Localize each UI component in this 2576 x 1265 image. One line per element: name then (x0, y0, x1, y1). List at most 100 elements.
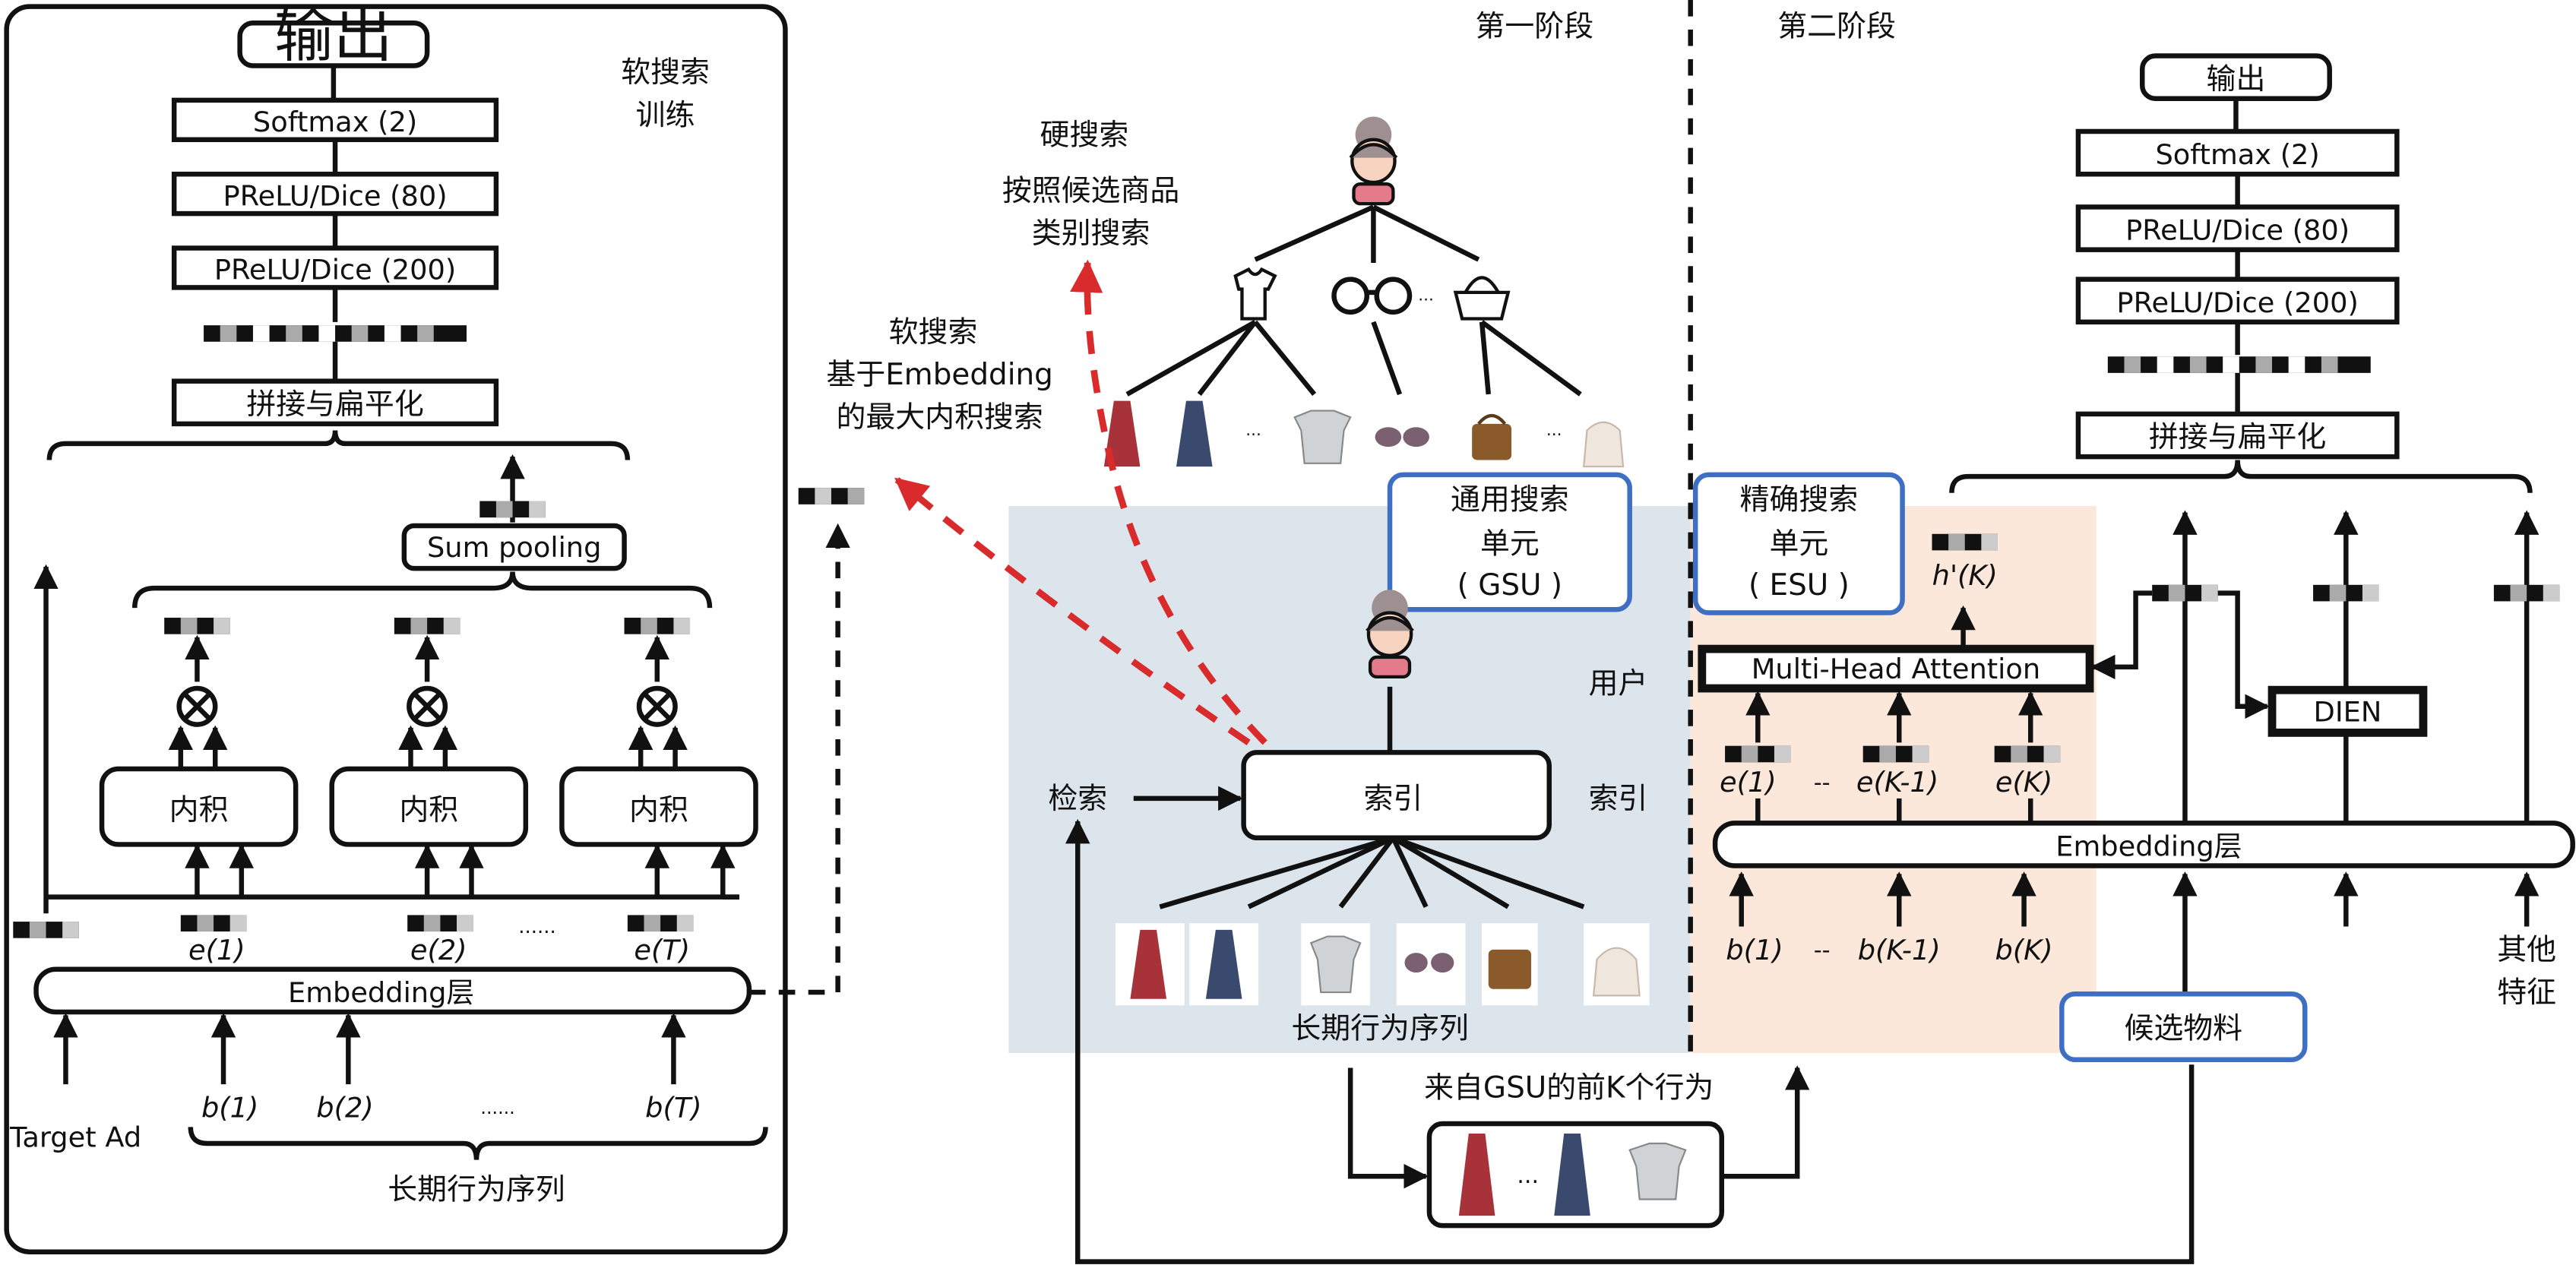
behavior-vector-t (627, 915, 694, 932)
soft-search-3: 的最大内积搜索 (836, 400, 1043, 435)
other-features-1: 其他 (2497, 933, 2556, 967)
tshirt-icon (1233, 267, 1277, 321)
esu-emb-vector-k (1994, 745, 2061, 763)
esu-beh-b1: b(1) (1726, 934, 1783, 966)
left-beh-b2: b(2) (316, 1091, 373, 1124)
candidate-feedback-line (1065, 818, 2195, 1264)
inner-product-label-2: 内积 (399, 793, 458, 827)
soft-search-vector (798, 488, 865, 504)
seq-item-handbag-icon (1482, 923, 1538, 1006)
dien-label: DIEN (2314, 695, 2382, 728)
right-softmax-box (2075, 128, 2400, 177)
mha-box (1698, 644, 2094, 693)
right-prelu80-label: PReLU/Dice (80) (2125, 214, 2350, 247)
esu-beh-bk1: b(K-1) (1858, 934, 1941, 966)
topk-navy-dress-icon (1554, 1134, 1590, 1216)
other-features-vector (2493, 584, 2560, 602)
stage1-title: 第一阶段 (1475, 10, 1593, 44)
right-concat-box (2075, 411, 2400, 460)
left-prelu80-box (171, 171, 499, 217)
left-prelu200-label: PReLU/Dice (200) (214, 254, 456, 286)
gsu-label-2: 单元 (1480, 527, 1540, 561)
soft-search-2: 基于Embedding (826, 358, 1052, 392)
left-emb-e2: e(2) (410, 934, 467, 966)
hk-label: h'(K) (1932, 559, 1998, 592)
left-beh-bt: b(T) (645, 1091, 701, 1124)
topk-red-dress-icon (1458, 1134, 1495, 1216)
left-top-brace (46, 430, 631, 460)
other-features-2: 特征 (2497, 976, 2556, 1010)
item-handbag-icon (1472, 413, 1512, 460)
right-concat-label: 拼接与扁平化 (2149, 420, 2326, 454)
esu-label-1: 精确搜索 (1740, 482, 1859, 517)
dien-box (2267, 685, 2428, 737)
seq-item-pouch-icon (1584, 923, 1650, 1006)
target-ad-vector (13, 922, 79, 938)
target-ad-label: Target Ad (9, 1121, 141, 1153)
index-box-label: 索引 (1363, 782, 1422, 816)
right-prelu200-box (2075, 277, 2400, 325)
left-embedding-layer-label: Embedding层 (288, 976, 474, 1009)
topk-in-arrow (1347, 1067, 1429, 1189)
bag-icon (1453, 276, 1511, 321)
index-side-label: 索引 (1589, 782, 1648, 816)
glasses-icon (1331, 277, 1413, 315)
left-concat-label: 拼接与扁平化 (246, 387, 423, 422)
hard-search-3: 类别搜索 (1032, 217, 1150, 251)
candidate-to-dien (2217, 590, 2270, 719)
item-dress-navy-icon (1176, 400, 1213, 467)
esu-emb-dots: -- (1814, 770, 1831, 796)
candidate-to-mha (2090, 590, 2153, 680)
esu-label-3: ( ESU ) (1748, 568, 1850, 602)
esu-box (1692, 472, 1905, 615)
esu-emb-vector-k1 (1862, 745, 1929, 763)
left-concat-box (171, 378, 499, 427)
seq-item-shirt-icon (1301, 923, 1371, 1006)
right-softmax-label: Softmax (2) (2155, 138, 2319, 171)
weighted-vector-1 (164, 618, 230, 634)
sum-pooling-box (401, 523, 627, 571)
left-pooled-vector (479, 501, 546, 518)
left-panel-frame (4, 4, 788, 1254)
seq-item-red-dress-icon (1115, 923, 1185, 1006)
right-top-brace (1949, 460, 2533, 493)
category-dots: ... (1418, 286, 1434, 305)
right-embedding-layer (1712, 821, 2575, 868)
inner-product-col-1: 内积 (99, 618, 299, 847)
weighted-vector-3 (624, 618, 691, 634)
esu-beh-bk: b(K) (1995, 934, 2053, 966)
sum-pooling-label: Sum pooling (427, 531, 601, 564)
inner-product-col-3: 内积 (559, 618, 758, 847)
gsu-label-3: ( GSU ) (1457, 568, 1562, 602)
soft-search-connector (748, 523, 850, 995)
candidate-label: 候选物料 (2124, 1012, 2242, 1046)
candidate-vector-1 (2152, 584, 2218, 602)
item-dots-1: ... (1245, 421, 1261, 440)
esu-emb-vector-1 (1725, 745, 1791, 763)
hk-vector (1932, 533, 1998, 551)
long-seq-label: 长期行为序列 (1291, 1012, 1468, 1046)
inner-product-label-1: 内积 (169, 793, 229, 827)
right-output-label: 输出 (2207, 62, 2266, 96)
behavior-vector-1 (180, 915, 247, 932)
left-bottom-brace (188, 1127, 768, 1160)
behavior-vector-2 (407, 915, 473, 932)
gsu-box (1387, 472, 1632, 612)
left-emb-dots: ...... (518, 916, 555, 938)
seq-item-navy-dress-icon (1189, 923, 1259, 1006)
left-flatten-vector (204, 325, 467, 342)
soft-search-1: 软搜索 (889, 315, 978, 349)
left-emb-e1: e(1) (188, 934, 245, 966)
right-embedding-layer-label: Embedding层 (2055, 830, 2242, 863)
gsu-label-1: 通用搜索 (1451, 482, 1569, 517)
left-softmax-label: Softmax (2) (253, 106, 417, 138)
esu-beh-dots: -- (1814, 938, 1831, 964)
left-emb-et: e(T) (634, 934, 690, 966)
left-prelu80-label: PReLU/Dice (80) (223, 179, 448, 212)
left-output-label: 输出 (274, 2, 393, 71)
stage2-title: 第二阶段 (1777, 10, 1896, 44)
seq-item-sunglasses-icon (1396, 923, 1466, 1006)
topk-label: 来自GSU的前K个行为 (1424, 1071, 1714, 1105)
right-panel: 精确搜索 单元 ( ESU ) 输出 Softmax (2) PReLU/Dic… (1692, 53, 2575, 1062)
